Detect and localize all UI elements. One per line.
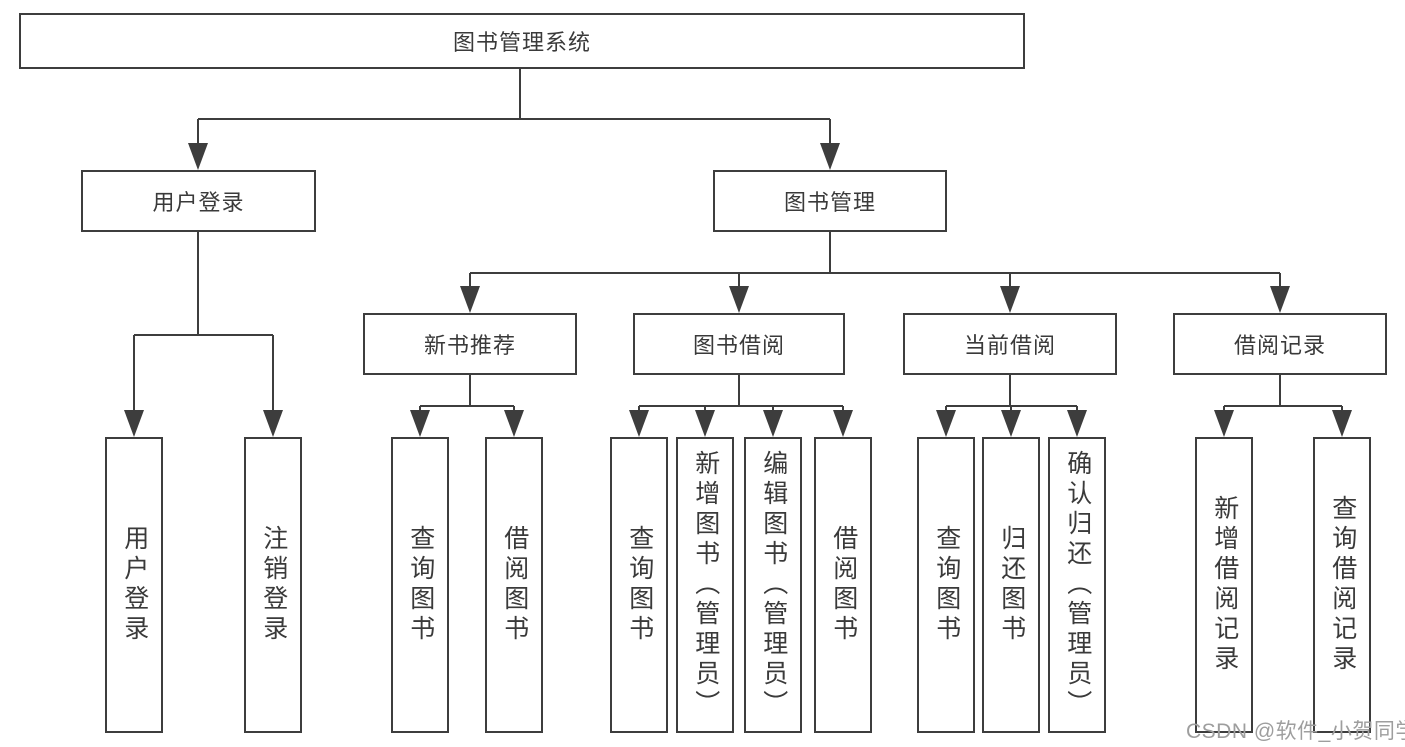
- arrow-down-icon: [504, 410, 524, 437]
- leaf-label: 注销登录: [259, 525, 288, 645]
- leaf-recommend-borrow-books: 借阅图书: [485, 437, 543, 733]
- node-borrowing-records: 借阅记录: [1173, 313, 1387, 375]
- node-root-system: 图书管理系统: [19, 13, 1025, 69]
- node-current-borrowing: 当前借阅: [903, 313, 1117, 375]
- arrow-down-icon: [820, 143, 840, 170]
- connector-borrowing-to-leaves: [638, 374, 844, 414]
- connector-management-to-sections: [469, 231, 1281, 290]
- arrow-down-icon: [124, 410, 144, 437]
- connector-records-to-leaves: [1223, 374, 1343, 414]
- node-new-book-recommend: 新书推荐: [363, 313, 577, 375]
- leaf-current-confirm-return-admin: 确认归还（管理员）: [1048, 437, 1106, 733]
- arrow-down-icon: [695, 410, 715, 437]
- leaf-borrowing-borrow-books: 借阅图书: [814, 437, 872, 733]
- arrow-down-icon: [1001, 410, 1021, 437]
- leaf-borrowing-edit-books-admin: 编辑图书（管理员）: [744, 437, 802, 733]
- arrow-down-icon: [629, 410, 649, 437]
- node-book-management-branch: 图书管理: [713, 170, 947, 232]
- leaf-label: 查询图书: [406, 525, 435, 645]
- arrow-down-icon: [188, 143, 208, 170]
- leaf-user-login: 用户登录: [105, 437, 163, 733]
- leaf-label: 确认归还（管理员）: [1063, 450, 1092, 720]
- connector-current-to-leaves: [945, 374, 1078, 414]
- arrow-down-icon: [410, 410, 430, 437]
- leaf-label: 新增借阅记录: [1210, 495, 1239, 675]
- leaf-borrowing-add-books-admin: 新增图书（管理员）: [676, 437, 734, 733]
- leaf-current-return-books: 归还图书: [982, 437, 1040, 733]
- leaf-label: 编辑图书（管理员）: [759, 450, 788, 720]
- connector-root-to-level2: [197, 68, 831, 146]
- arrow-down-icon: [936, 410, 956, 437]
- node-user-login-branch: 用户登录: [81, 170, 316, 232]
- leaf-label: 用户登录: [120, 525, 149, 645]
- leaf-logout: 注销登录: [244, 437, 302, 733]
- leaf-recommend-query-books: 查询图书: [391, 437, 449, 733]
- arrow-down-icon: [763, 410, 783, 437]
- arrow-down-icon: [1067, 410, 1087, 437]
- connector-recommend-to-leaves: [419, 374, 515, 414]
- connector-login-to-leaves: [133, 231, 274, 414]
- leaf-label: 查询借阅记录: [1328, 495, 1357, 675]
- arrow-down-icon: [460, 286, 480, 313]
- leaf-label: 借阅图书: [829, 525, 858, 645]
- csdn-watermark: CSDN @软件_小贺同学: [1186, 720, 1405, 743]
- leaf-records-query-record: 查询借阅记录: [1313, 437, 1371, 733]
- leaf-label: 借阅图书: [500, 525, 529, 645]
- leaf-records-add-record: 新增借阅记录: [1195, 437, 1253, 733]
- leaf-current-query-books: 查询图书: [917, 437, 975, 733]
- arrow-down-icon: [263, 410, 283, 437]
- leaf-label: 归还图书: [997, 525, 1026, 645]
- arrow-down-icon: [1332, 410, 1352, 437]
- arrow-down-icon: [1000, 286, 1020, 313]
- leaf-label: 查询图书: [625, 525, 654, 645]
- arrow-down-icon: [729, 286, 749, 313]
- leaf-label: 新增图书（管理员）: [691, 450, 720, 720]
- arrow-down-icon: [1270, 286, 1290, 313]
- leaf-label: 查询图书: [932, 525, 961, 645]
- node-book-borrowing: 图书借阅: [633, 313, 845, 375]
- arrow-down-icon: [1214, 410, 1234, 437]
- arrow-down-icon: [833, 410, 853, 437]
- leaf-borrowing-query-books: 查询图书: [610, 437, 668, 733]
